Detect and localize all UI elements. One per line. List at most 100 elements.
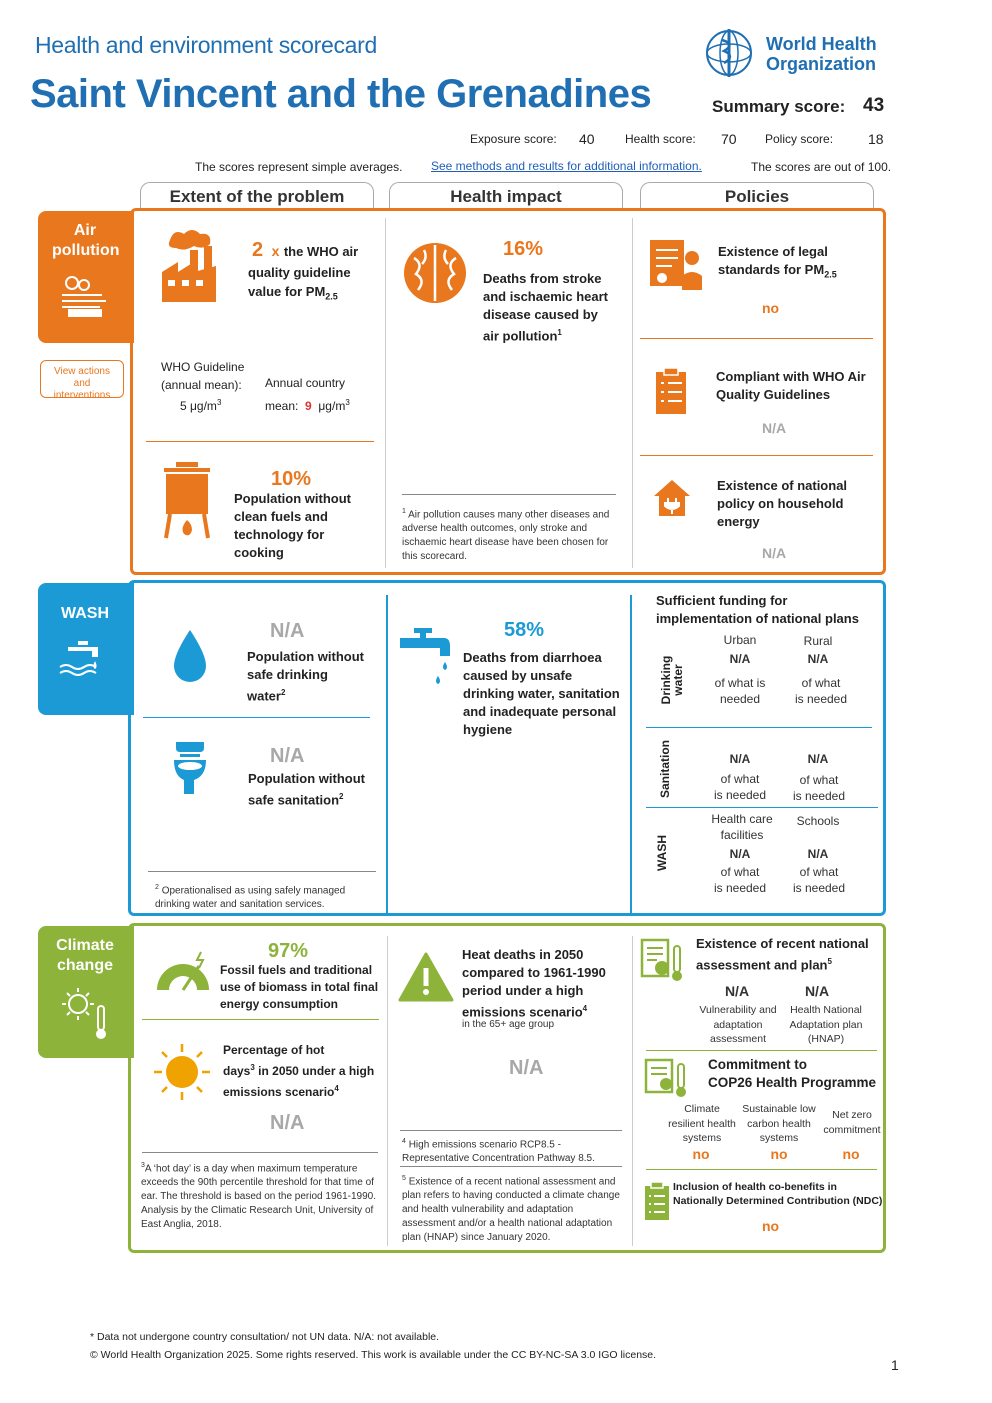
pol1-sub: 2.5 bbox=[824, 269, 837, 280]
pol2-divider bbox=[640, 455, 873, 456]
column-header-extent: Extent of the problem bbox=[140, 182, 374, 210]
wash-fn-rule bbox=[148, 871, 376, 872]
climate-fn5-rule bbox=[400, 1166, 622, 1167]
who-emblem-icon bbox=[706, 29, 752, 77]
who-guideline-value: 5 μg/m bbox=[180, 399, 217, 413]
climate-side-tab: Climate change bbox=[38, 926, 134, 1058]
air-extent-divider bbox=[146, 441, 374, 442]
air-deaths-l2: and ischaemic heart bbox=[483, 289, 608, 304]
scores-note-right: The scores are out of 100. bbox=[751, 160, 892, 174]
pol3-l3: energy bbox=[717, 514, 760, 529]
pol1-label: Existence of legal standards for PM2.5 bbox=[718, 243, 837, 284]
wash-deaths-l5: hygiene bbox=[463, 722, 513, 737]
cr-l2: resilient health bbox=[668, 1117, 736, 1130]
fuel-l4: cooking bbox=[234, 545, 284, 560]
clipboard-icon bbox=[656, 368, 686, 414]
hot-days-value: N/A bbox=[270, 1112, 305, 1134]
summary-score-label: Summary score: bbox=[712, 97, 846, 116]
fuel-l2: clean fuels and bbox=[234, 509, 328, 524]
pol1-divider bbox=[640, 338, 873, 339]
funding-l2: implementation of national plans bbox=[656, 611, 859, 626]
rural-header: Rural bbox=[803, 634, 833, 648]
cop-label: Commitment to COP26 Health Programme bbox=[708, 1056, 876, 1092]
fn5-text: Existence of a recent national assessmen… bbox=[402, 1176, 620, 1244]
hcf-na: N/A bbox=[729, 847, 751, 861]
urban-header: Urban bbox=[723, 633, 757, 647]
commitment-doc-icon bbox=[644, 1058, 686, 1097]
vuln-l1: Vulnerability and bbox=[699, 1004, 777, 1016]
pol3-label: Existence of national policy on househol… bbox=[717, 477, 847, 531]
drink-urban-l1: of what is bbox=[714, 676, 766, 690]
cop-divider bbox=[646, 1169, 877, 1170]
water-tap-icon bbox=[400, 628, 450, 684]
fossil-pct: 97% bbox=[268, 940, 309, 962]
san-rural-l2: is needed bbox=[792, 789, 846, 803]
wash-fn-text: Operationalised as using safely managed … bbox=[155, 885, 346, 911]
hot-sup2: 4 bbox=[334, 1084, 339, 1093]
air-factory-icon bbox=[62, 276, 106, 317]
climate-fn5: 5 Existence of a recent national assessm… bbox=[402, 1172, 628, 1245]
wash-footnote: 2 Operationalised as using safely manage… bbox=[155, 881, 375, 912]
annual-mean-l1: Annual country bbox=[265, 376, 346, 390]
fn3-p2: Analysis by the Climatic Research Unit, … bbox=[141, 1205, 374, 1231]
view-actions-label: View actions and interventions bbox=[53, 366, 111, 401]
air-pollution-label: Air pollution bbox=[52, 222, 120, 259]
fossil-l1: Fossil fuels and traditional bbox=[220, 963, 373, 977]
hot-l3-text: emissions scenario bbox=[223, 1085, 335, 1099]
footer-license: © World Health Organization 2025. Some r… bbox=[90, 1349, 657, 1361]
fn4-text: High emissions scenario RCP8.5 - Represe… bbox=[402, 1139, 595, 1165]
ndc-clipboard-icon bbox=[645, 1182, 669, 1220]
schools-na: N/A bbox=[807, 847, 829, 861]
summary-score-value: 43 bbox=[863, 95, 885, 116]
ndc-l1: Inclusion of health co-benefits in bbox=[673, 1181, 837, 1193]
pol1-value: no bbox=[762, 300, 780, 316]
hcf-text-l1: of what bbox=[720, 865, 760, 879]
annual-mean-value: 9 bbox=[305, 399, 312, 413]
vuln-l2: adaptation bbox=[713, 1018, 763, 1031]
wash-row-label: WASH bbox=[655, 835, 669, 871]
fuel-label: Population without clean fuels and techn… bbox=[234, 490, 351, 562]
water-l3: water2 bbox=[247, 684, 364, 705]
assess-sup: 5 bbox=[827, 957, 832, 966]
drink-urban-l2: needed bbox=[719, 692, 761, 706]
drinking-water-label: Drinking water bbox=[659, 640, 685, 720]
air-pollution-side-tab: Air pollution bbox=[38, 211, 134, 343]
pol2-l2: Quality Guidelines bbox=[716, 387, 831, 402]
air-fn-rule bbox=[402, 494, 616, 495]
annual-mean-l2: mean: 9 μg/m3 bbox=[265, 393, 350, 416]
slc-value: no bbox=[770, 1146, 788, 1162]
page-number: 1 bbox=[891, 1357, 899, 1373]
san-rural-text: of what is needed bbox=[779, 772, 859, 804]
toilet-icon bbox=[174, 742, 206, 794]
san-rural-l1: of what bbox=[799, 773, 839, 787]
pol3-l2: policy on household bbox=[717, 496, 844, 511]
hcf-l2: facilities bbox=[720, 828, 764, 842]
pm-text-1: the WHO air bbox=[283, 244, 359, 259]
annual-mean: Annual country mean: 9 μg/m3 bbox=[265, 374, 350, 416]
hot-l1: Percentage of hot bbox=[223, 1043, 325, 1057]
assess-divider bbox=[646, 1050, 877, 1051]
hot-l2a: days bbox=[223, 1064, 251, 1078]
climate-fn3-rule bbox=[142, 1152, 378, 1153]
wash-deaths-label: Deaths from diarrhoea caused by unsafe d… bbox=[463, 649, 620, 739]
funding-l1: Sufficient funding for bbox=[656, 593, 788, 608]
air-deaths-l3: disease caused by bbox=[483, 307, 598, 322]
pol1-l2: standards for PM2.5 bbox=[718, 261, 837, 284]
pm-x: x bbox=[271, 243, 280, 259]
assess-l2: assessment and plan5 bbox=[696, 953, 869, 974]
methods-link[interactable]: See methods and results for additional i… bbox=[431, 159, 702, 173]
footer-note: * Data not undergone country consultatio… bbox=[90, 1331, 440, 1343]
view-actions-button[interactable]: View actions and interventions bbox=[40, 360, 124, 401]
health-score-value: 70 bbox=[721, 131, 737, 147]
sun-icon bbox=[154, 1044, 210, 1100]
hot-sup: 3 bbox=[250, 1063, 255, 1072]
water-value: N/A bbox=[270, 620, 305, 642]
pol3-value: N/A bbox=[762, 545, 787, 561]
column-header-impact: Health impact bbox=[389, 182, 623, 210]
wash-tap-waves-icon bbox=[59, 641, 98, 676]
fossil-l3: energy consumption bbox=[220, 997, 339, 1011]
